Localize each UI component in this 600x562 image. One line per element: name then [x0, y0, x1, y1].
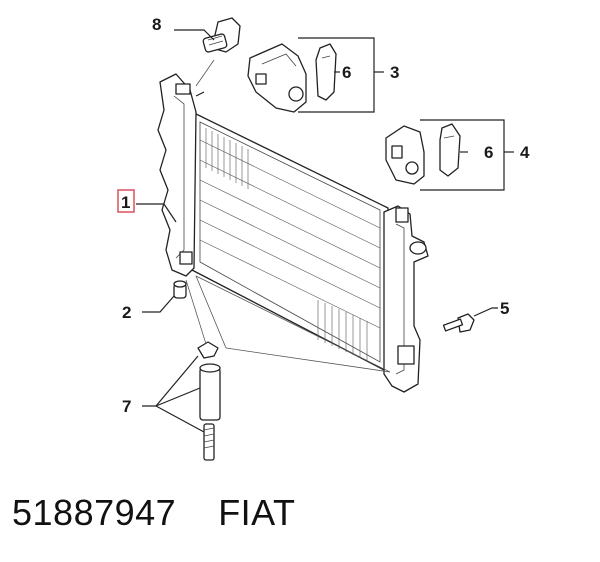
assembly-guide-lines [185, 59, 391, 373]
callout-1-highlight: 1 [117, 189, 135, 213]
radiator-assembly [157, 73, 429, 393]
caption: 51887947 FIAT [12, 492, 296, 534]
core-grid-lower [317, 300, 368, 361]
core-grid-upper [205, 128, 249, 189]
part-number: 51887947 [12, 492, 177, 533]
mounting-stud-part-7 [197, 341, 221, 461]
callout-5: 5 [500, 299, 509, 318]
rubber-mount-part-2 [173, 280, 187, 299]
bracket-part-3 [247, 43, 307, 113]
callout-6-lower: 6 [484, 143, 493, 162]
bolt-part-5 [442, 313, 475, 333]
leader-lines [136, 29, 514, 433]
callout-6-upper: 6 [342, 63, 351, 82]
left-tank [157, 73, 197, 277]
callout-2: 2 [122, 303, 131, 322]
callout-7: 7 [122, 397, 131, 416]
clip-part-6-upper [315, 43, 337, 101]
hose-fitting-part-8 [202, 17, 241, 53]
clip-part-6-lower [439, 123, 461, 177]
brand-name: FIAT [218, 492, 296, 533]
callout-3: 3 [390, 63, 399, 82]
bracket-part-4 [385, 125, 425, 185]
callout-8: 8 [152, 15, 161, 34]
callout-labels: 8 6 3 6 4 1 2 5 7 [117, 15, 530, 416]
callout-4: 4 [520, 143, 530, 162]
callout-1: 1 [121, 193, 130, 212]
